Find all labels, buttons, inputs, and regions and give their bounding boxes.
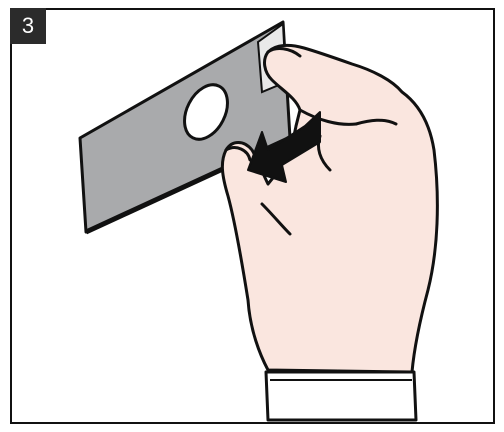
cuff-icon [266,372,416,420]
